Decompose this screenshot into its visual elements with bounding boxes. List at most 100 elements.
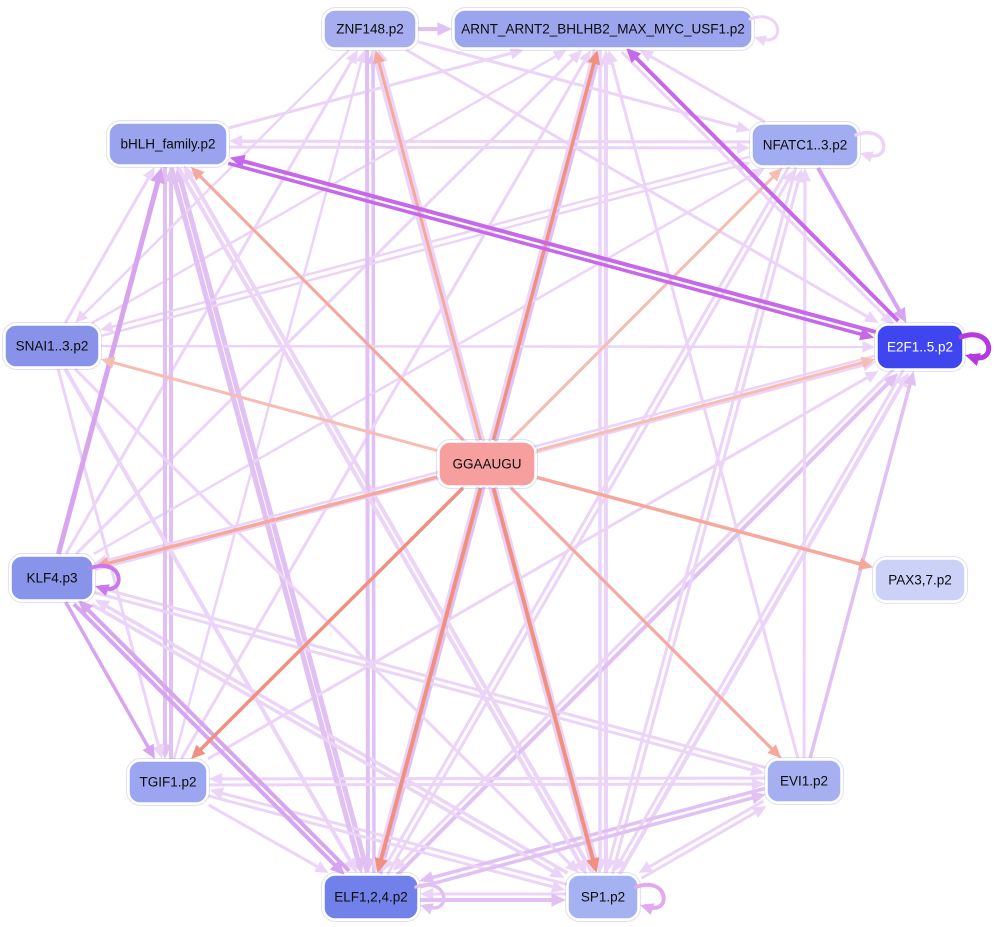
self-loop-arrow-NFATC xyxy=(860,151,874,163)
edge-GGAAUGU-E2F xyxy=(536,360,865,452)
edge-arrow-NFATC-ARNT xyxy=(639,50,655,62)
self-loop-ARNT xyxy=(748,15,780,42)
node-label: E2F1..5.p2 xyxy=(887,340,953,355)
edge-TGIF-SP1 xyxy=(207,794,555,889)
edge-E2F-bHLH xyxy=(241,158,877,334)
edge-arrow-TGIF-ELF xyxy=(314,861,329,873)
edge-KLF4-bHLH xyxy=(55,179,161,555)
edge-arrow-SP1-E2F xyxy=(895,372,909,389)
self-loop-arrow-ARNT xyxy=(754,35,768,46)
edge-SNAI-SP1 xyxy=(73,367,573,867)
node-TGIF[interactable]: TGIF1.p2 xyxy=(126,758,210,806)
edge-arrow-NFATC-SP1 xyxy=(604,857,616,873)
edge-SNAI-bHLH xyxy=(63,175,151,324)
edge-ZNF148-ELF xyxy=(365,50,370,861)
node-ARNT[interactable]: ARNT_ARNT2_BHLHB2_MAX_MYC_USF1.p2 xyxy=(451,7,755,51)
edge-arrow-KLF4-ZNF148 xyxy=(345,50,358,65)
edge-EVI-KLF4 xyxy=(106,588,767,770)
node-SP1[interactable]: SP1.p2 xyxy=(565,872,641,922)
edge-arrow-GGAAUGU-SNAI xyxy=(101,356,116,369)
self-loop-arrow-KLF4 xyxy=(95,584,110,596)
edge-arrow-ZNF148-NFATC xyxy=(735,121,750,133)
edge-GGAAUGU-ZNF148 xyxy=(377,60,482,441)
edge-TGIF-ZNF148 xyxy=(172,59,363,760)
node-bHLH[interactable]: bHLH_family.p2 xyxy=(106,120,230,168)
edge-arrow-ELF-EVI xyxy=(750,791,766,805)
self-loop-NFATC xyxy=(854,131,886,158)
edge-EVI-TGIF xyxy=(220,776,765,781)
edge-SP1-bHLH xyxy=(188,175,594,873)
node-box xyxy=(567,874,639,920)
node-E2F[interactable]: E2F1..5.p2 xyxy=(874,322,966,372)
edge-GGAAUGU-SP1 xyxy=(491,487,596,862)
edge-arrow-TGIF-ZNF148 xyxy=(355,50,367,64)
edge-arrow-E2F-ARNT xyxy=(626,47,642,63)
edge-SNAI-ELF xyxy=(63,367,353,864)
node-label: ZNF148.p2 xyxy=(336,22,404,37)
edge-arrow-GGAAUGU-PAX xyxy=(857,557,873,570)
node-box xyxy=(108,122,228,166)
edge-ELF-ZNF148 xyxy=(371,61,376,873)
edge-ZNF148-E2F xyxy=(405,48,870,319)
edge-ZNF148-NFATC xyxy=(417,40,740,129)
edge-GGAAUGU-NFATC xyxy=(509,174,776,442)
edge-arrow-SNAI-TGIF xyxy=(152,744,165,759)
edge-arrow-EVI-SP1 xyxy=(638,861,653,874)
edge-GGAAUGU-PAX xyxy=(536,475,862,567)
edge-arrow-KLF4-NFATC xyxy=(751,168,766,180)
edge-arrow-NFATC-SNAI xyxy=(100,321,114,333)
edge-ELF-NFATC xyxy=(386,178,791,876)
node-ELF[interactable]: ELF1,2,4.p2 xyxy=(321,872,421,922)
edge-KLF4-EVI xyxy=(93,591,754,772)
edge-SNAI-TGIF xyxy=(56,368,161,749)
node-label: SNAI1..3.p2 xyxy=(16,339,89,354)
node-NFATC[interactable]: NFATC1..3.p2 xyxy=(749,121,861,169)
edge-ARNT-E2F xyxy=(620,51,888,319)
edge-ELF-E2F xyxy=(395,380,891,877)
edge-ELF-bHLH xyxy=(178,179,370,873)
node-SNAI[interactable]: SNAI1..3.p2 xyxy=(2,322,102,370)
node-box xyxy=(10,555,94,601)
node-EVI[interactable]: EVI1.p2 xyxy=(764,757,844,805)
edge-arrow-GGAAUGU-ELF xyxy=(374,857,388,873)
node-PAX[interactable]: PAX3,7.p2 xyxy=(872,556,968,604)
node-outline xyxy=(749,121,861,169)
edge-EVI-ELF xyxy=(430,786,765,880)
node-box xyxy=(128,760,208,804)
edge-arrow-ZNF148-SNAI xyxy=(75,310,88,323)
node-outline xyxy=(451,7,755,51)
edge-arrow-EVI-TGIF xyxy=(208,772,223,785)
edge-arrow-ELF-E2F xyxy=(883,373,899,389)
node-GGAAUGU[interactable]: GGAAUGU xyxy=(436,439,538,489)
edge-ZNF148-SNAI xyxy=(81,49,350,317)
node-label: KLF4.p3 xyxy=(26,571,77,586)
node-label: GGAAUGU xyxy=(452,457,521,472)
edge-TGIF-E2F xyxy=(207,375,870,761)
edge-NFATC-SP1 xyxy=(608,166,798,862)
node-label: EVI1.p2 xyxy=(780,774,828,789)
edge-arrow-SNAI-SP1 xyxy=(565,859,579,873)
edge-arrow-E2F-ELF xyxy=(392,857,407,871)
self-loop-arrow-SP1 xyxy=(640,903,655,915)
node-box xyxy=(323,9,417,49)
edge-SP1-KLF4 xyxy=(104,603,569,875)
edge-arrow-NFATC-E2F xyxy=(893,306,907,323)
node-label: ELF1,2,4.p2 xyxy=(334,890,408,905)
edge-arrow-ARNT-E2F xyxy=(880,311,894,326)
node-ZNF148[interactable]: ZNF148.p2 xyxy=(321,7,419,51)
node-label: NFATC1..3.p2 xyxy=(763,138,848,153)
node-KLF4[interactable]: KLF4.p3 xyxy=(8,553,96,603)
node-box xyxy=(438,441,536,487)
node-outline xyxy=(321,7,419,51)
edge-arrow-GGAAUGU-SP1 xyxy=(586,857,600,873)
edge-GGAAUGU-bHLH xyxy=(197,173,465,442)
self-loop-KLF4 xyxy=(89,563,121,591)
edge-arrow-ZNF148-E2F xyxy=(864,311,879,323)
edge-arrow-SP1-ELF xyxy=(420,887,434,901)
edge-KLF4-SP1 xyxy=(91,603,556,874)
edge-TGIF-EVI xyxy=(209,782,754,787)
edge-arrow-TGIF-EVI xyxy=(751,778,766,791)
edge-EVI-E2F xyxy=(808,382,913,759)
edge-NFATC-SNAI xyxy=(110,155,750,329)
